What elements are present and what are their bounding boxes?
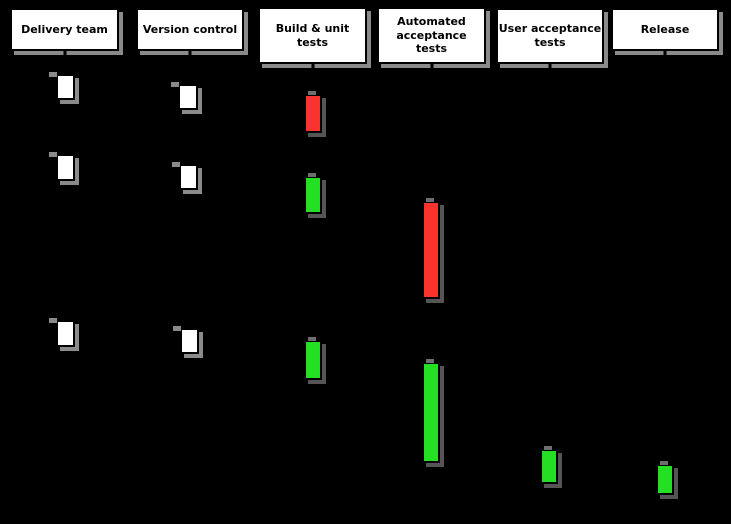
stage-label-version-control: Version control <box>142 22 238 36</box>
stage-label-user-acceptance-tests: User acceptance tests <box>498 22 602 49</box>
lifeline-stub <box>548 62 552 70</box>
activation-box-version-control-2 <box>172 162 198 190</box>
run-bar-release-pass-3 <box>656 461 674 495</box>
stage-header-automated-acceptance-tests: Automated acceptance tests <box>377 7 486 70</box>
stage-label-release: Release <box>640 22 690 36</box>
run-bar-automated-acceptance-fail-2 <box>422 198 440 299</box>
activation-box-delivery-team-1 <box>49 72 75 100</box>
stage-header-release: Release <box>611 8 719 57</box>
run-bar-user-acceptance-pass-3 <box>540 446 558 484</box>
run-bar-build-unit-tests-pass-2 <box>304 173 322 214</box>
activation-box-delivery-team-2 <box>49 152 75 181</box>
run-bar-build-unit-tests-fail-1 <box>304 91 322 133</box>
lifeline-stub <box>430 62 433 70</box>
lifeline-stub <box>311 62 314 70</box>
activation-box-version-control-1 <box>171 82 198 110</box>
stage-header-version-control: Version control <box>136 8 244 57</box>
stage-label-delivery-team: Delivery team <box>21 22 108 36</box>
stage-header-build-unit-tests: Build & unit tests <box>258 7 367 70</box>
lifeline-stub <box>663 49 667 57</box>
lifeline-stub <box>63 49 66 57</box>
stage-label-automated-acceptance-tests: Automated acceptance tests <box>396 14 467 56</box>
activation-box-version-control-3 <box>173 326 199 354</box>
stage-header-user-acceptance-tests: User acceptance tests <box>496 8 604 70</box>
activation-box-delivery-team-3 <box>49 318 75 347</box>
stage-label-build-unit-tests: Build & unit tests <box>275 21 350 49</box>
run-bar-automated-acceptance-pass-3 <box>422 359 440 463</box>
lifeline-stub <box>188 49 192 57</box>
run-bar-build-unit-tests-pass-3 <box>304 337 322 380</box>
stage-header-delivery-team: Delivery team <box>10 8 119 57</box>
